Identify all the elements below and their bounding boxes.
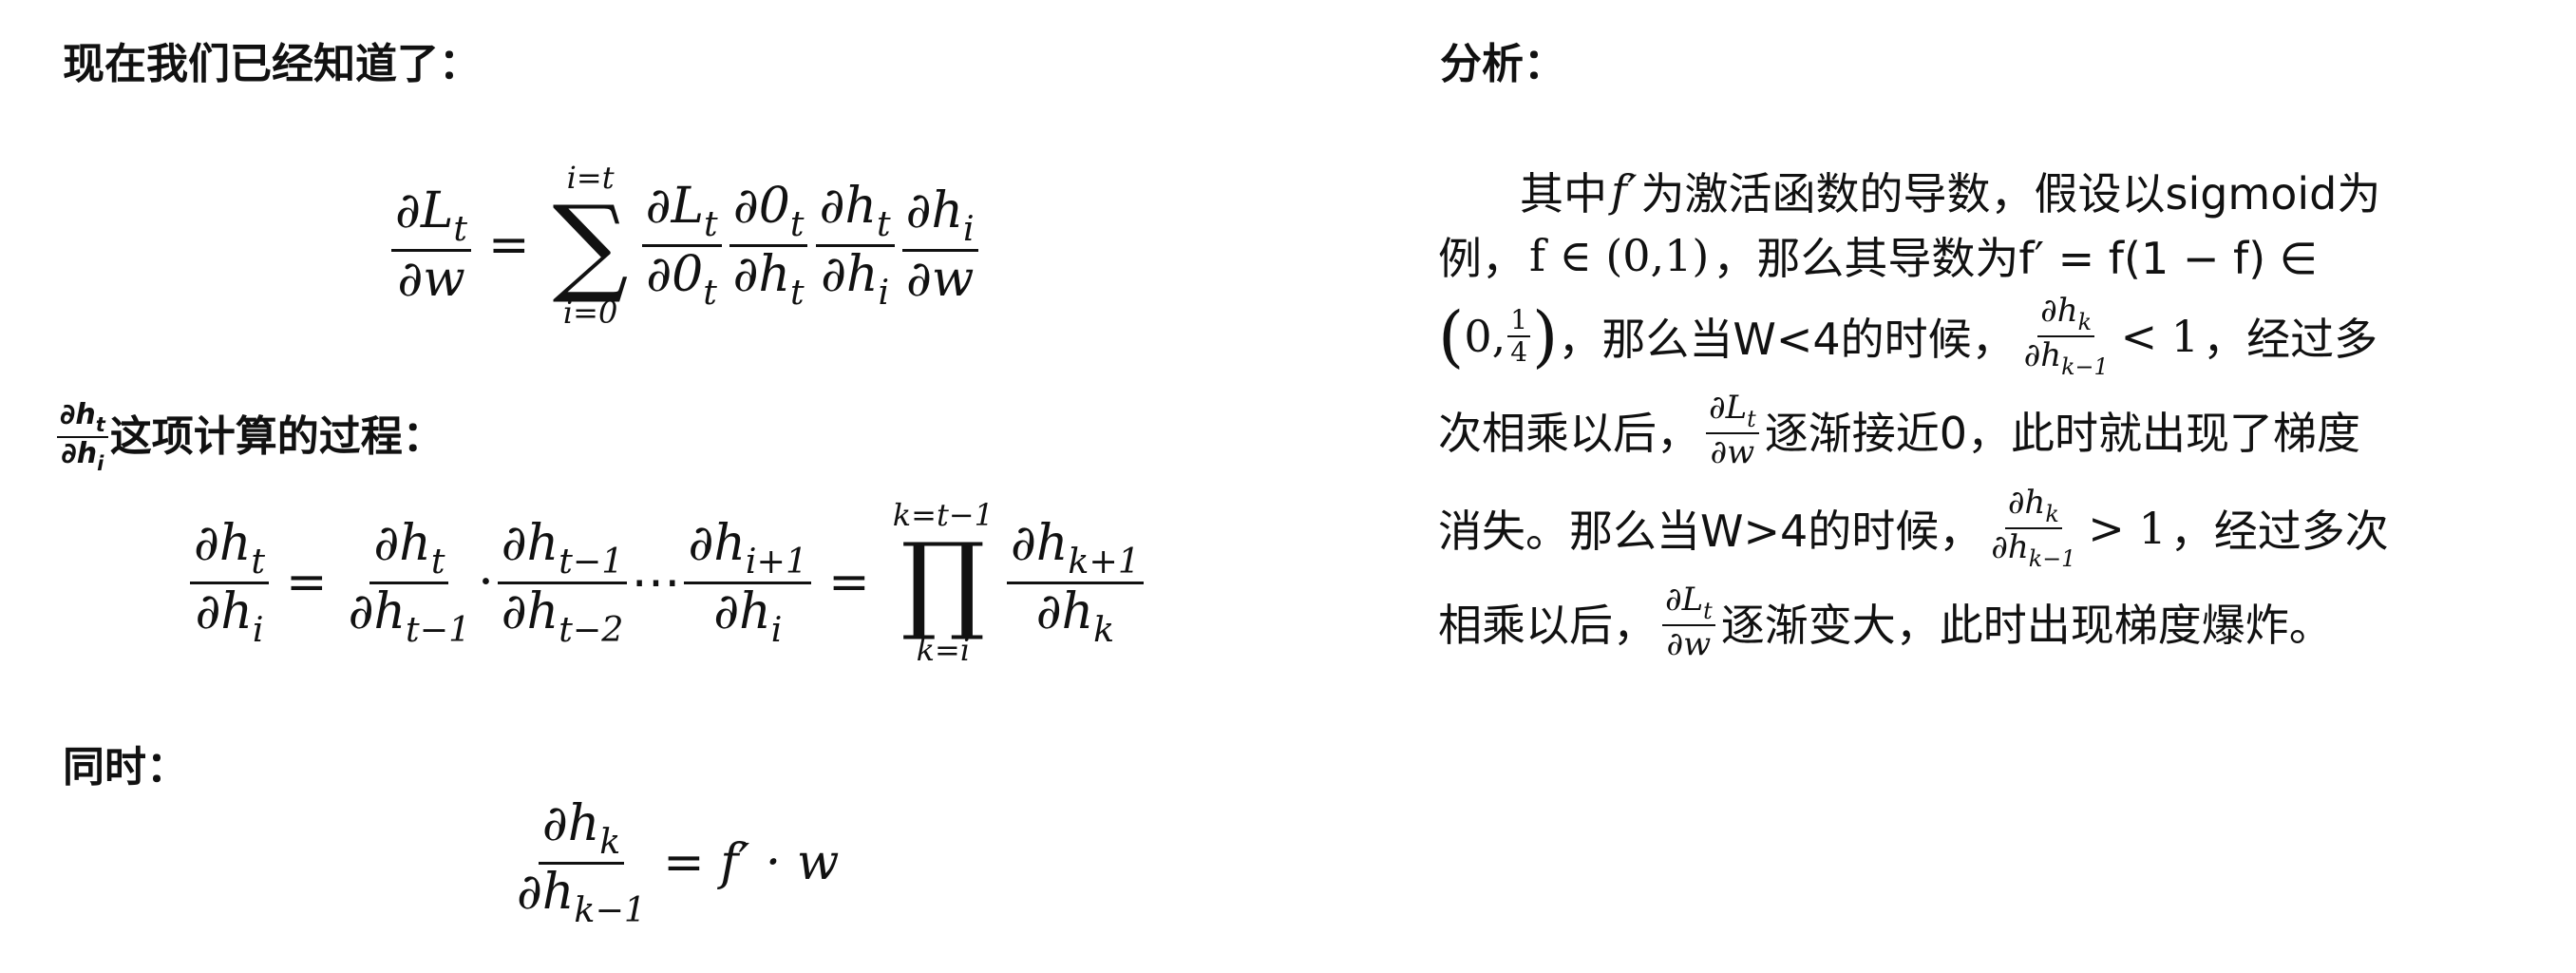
analysis-line-3: ( 0, 1 4 ) ，那么当W<4的时候， ∂hk ∂hk−1 < 1 ，经过… xyxy=(1438,292,2378,381)
heading-process-text: 这项计算的过程： xyxy=(109,412,445,462)
eq2-equals-2: = xyxy=(828,554,870,612)
analysis-line-1: 其中 f′ 为激活函数的导数，假设以sigmoid为 xyxy=(1520,160,2380,222)
line5-hk-fraction: ∂hk ∂hk−1 xyxy=(1991,484,2076,573)
eq1-equals: = xyxy=(488,217,530,275)
eq1-lhs-fraction: ∂Lt ∂w xyxy=(391,183,472,307)
eq2-fraction-2: ∂ht−1 ∂ht−2 xyxy=(497,516,628,649)
eq2-ellipsis: ⋯ xyxy=(631,554,681,612)
line3-hk-fraction: ∂hk ∂hk−1 xyxy=(2023,292,2109,381)
line1-math-fprime: f′ xyxy=(1611,165,1638,217)
heading-analysis: 分析： xyxy=(1440,40,1565,88)
line5-text-c: ，经过多次 xyxy=(2169,506,2389,558)
equation-loss-gradient: ∂Lt ∂w = i=t ∑ i=0 ∂Lt ∂0t ∂0t ∂ht ∂ht ∂… xyxy=(388,160,982,331)
line3-quarter-fraction: 1 4 xyxy=(1507,305,1531,368)
line6-loss-fraction: ∂Lt ∂w xyxy=(1662,581,1715,663)
line4-text-b: 逐渐接近0，此时就出现了梯度 xyxy=(1764,408,2361,460)
line4-text-a: 次相乘以后， xyxy=(1438,408,1700,460)
eq2-equals-1: = xyxy=(286,554,328,612)
line3-zero: 0, xyxy=(1464,311,1506,363)
eq3-rhs: = f′ · w xyxy=(663,834,840,892)
equation-chain-product: ∂ht ∂hi = ∂ht ∂ht−1 · ∂ht−1 ∂ht−2 ⋯ ∂hi+… xyxy=(186,497,1147,668)
eq1-fraction-3: ∂ht ∂hi xyxy=(815,179,895,312)
summation-symbol: i=t ∑ i=0 xyxy=(552,160,629,331)
eq3-fraction: ∂hk ∂hk−1 xyxy=(517,795,647,930)
eq1-fraction-4: ∂hi ∂w xyxy=(901,183,978,307)
eq2-lhs-fraction: ∂ht ∂hi xyxy=(190,516,270,649)
analysis-line-5: 消失。那么当W>4的时候， ∂hk ∂hk−1 > 1 ，经过多次 xyxy=(1438,484,2389,573)
heading-process-fraction: ∂ht ∂hi xyxy=(57,398,108,475)
eq2-fraction-3: ∂hi+1 ∂hi xyxy=(684,516,812,649)
line5-text-a: 消失。那么当W>4的时候， xyxy=(1438,506,1983,558)
product-symbol: k=t−1 ∏ k=i xyxy=(892,497,994,668)
line5-greater-than-one: > 1 xyxy=(2088,503,2167,555)
line2-math-range: f ∈ (0,1) xyxy=(1529,230,1710,281)
eq2-dot: · xyxy=(478,554,494,612)
line6-text-b: 逐渐变大，此时出现梯度爆炸。 xyxy=(1720,600,2333,652)
line3-paren-right: ) xyxy=(1532,297,1559,376)
analysis-line-4: 次相乘以后， ∂Lt ∂w 逐渐接近0，此时就出现了梯度 xyxy=(1438,389,2361,471)
line3-text-d: ，经过多 xyxy=(2203,314,2378,366)
line2-text-c: ，那么其导数为f′ = f(1 − f) ∈ xyxy=(1713,233,2318,284)
heading-process: ∂ht ∂hi 这项计算的过程： xyxy=(57,398,445,475)
eq1-fraction-1: ∂Lt ∂0t xyxy=(641,179,722,312)
analysis-line-6: 相乘以后， ∂Lt ∂w 逐渐变大，此时出现梯度爆炸。 xyxy=(1438,581,2333,663)
line1-text-a: 其中 xyxy=(1520,168,1607,219)
equation-hidden-derivative: ∂hk ∂hk−1 = f′ · w xyxy=(509,796,839,929)
analysis-paragraph: 其中 f′ 为激活函数的导数，假设以sigmoid为 例， f ∈ (0,1) … xyxy=(1438,0,2568,973)
line3-text-b: ，那么当W<4的时候， xyxy=(1558,314,2016,366)
eq1-fraction-2: ∂0t ∂ht xyxy=(729,179,808,312)
eq2-fraction-4: ∂hk+1 ∂hk xyxy=(1006,516,1145,649)
line1-text-c: 为激活函数的导数，假设以sigmoid为 xyxy=(1640,168,2381,219)
line3-less-than-one: < 1 xyxy=(2120,311,2200,363)
line3-paren-left: ( xyxy=(1438,297,1465,376)
line6-text-a: 相乘以后， xyxy=(1438,600,1657,652)
analysis-line-2: 例， f ∈ (0,1) ，那么其导数为f′ = f(1 − f) ∈ xyxy=(1438,224,2318,287)
heading-known: 现在我们已经知道了： xyxy=(63,40,481,88)
eq2-fraction-1: ∂ht ∂ht−1 xyxy=(348,515,471,650)
line4-loss-fraction: ∂Lt ∂w xyxy=(1706,389,1759,471)
line2-text-a: 例， xyxy=(1438,233,1525,284)
heading-meanwhile: 同时： xyxy=(63,743,188,792)
